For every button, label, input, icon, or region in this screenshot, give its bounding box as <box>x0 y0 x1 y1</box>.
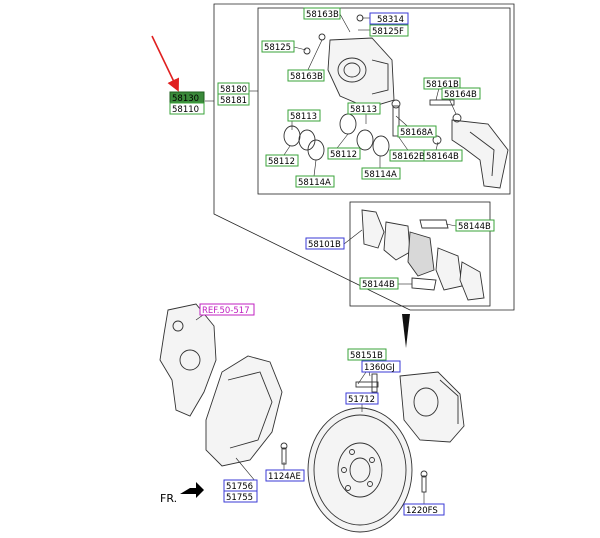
svg-text:58164B: 58164B <box>444 90 477 100</box>
pad-group-frame <box>349 201 491 307</box>
pointer-wedge <box>402 314 410 348</box>
svg-text:58113: 58113 <box>350 105 377 115</box>
svg-text:58113: 58113 <box>290 112 317 122</box>
svg-text:REF.50-517: REF.50-517 <box>202 306 250 316</box>
svg-text:58181: 58181 <box>220 96 247 106</box>
main-part-label[interactable]: 58130 58110 <box>169 91 205 115</box>
part-label-58164B-bottom[interactable]: 58164B <box>423 149 463 162</box>
part-label-58314[interactable]: 58314 <box>369 12 409 25</box>
svg-text:58163B: 58163B <box>290 72 323 82</box>
part-label-58125[interactable]: 58125 <box>261 40 295 53</box>
part-label-58162B[interactable]: 58162B <box>389 149 427 162</box>
svg-text:58161B: 58161B <box>426 80 459 90</box>
part-label-1220FS[interactable]: 1220FS <box>403 503 445 516</box>
main-part-number-top: 58130 <box>172 94 199 104</box>
svg-text:58151B: 58151B <box>350 351 383 361</box>
pad-clip-bottom <box>411 277 437 291</box>
part-label-58101B[interactable]: 58101B <box>305 237 345 250</box>
svg-text:58314: 58314 <box>377 15 404 25</box>
svg-text:58114A: 58114A <box>364 170 397 180</box>
part-label-58168A[interactable]: 58168A <box>397 125 437 138</box>
svg-text:58168A: 58168A <box>400 128 433 138</box>
part-label-1124AE[interactable]: 1124AE <box>265 469 305 482</box>
reference-label[interactable]: REF.50-517 <box>199 303 255 316</box>
part-label-1360GJ[interactable]: 1360GJ <box>361 360 401 373</box>
part-label-58163B-top[interactable]: 58163B <box>303 7 341 20</box>
red-arrow-icon <box>151 35 180 92</box>
brake-disc <box>307 407 413 533</box>
svg-text:58164B: 58164B <box>426 152 459 162</box>
guide-pin-lower <box>391 99 442 145</box>
shield-bolt <box>280 442 288 465</box>
caliper-mount-bolts <box>355 373 379 393</box>
disc-screw <box>420 470 428 493</box>
part-label-58113-left[interactable]: 58113 <box>287 109 321 122</box>
svg-text:58163B: 58163B <box>306 10 339 20</box>
guide-pin-upper <box>429 99 462 123</box>
svg-text:58162B: 58162B <box>392 152 425 162</box>
svg-text:51755: 51755 <box>226 493 253 503</box>
part-label-58125F[interactable]: 58125F <box>369 24 409 37</box>
svg-text:58101B: 58101B <box>308 240 341 250</box>
part-label-58112-right[interactable]: 58112 <box>327 147 361 160</box>
brake-pads <box>361 209 485 301</box>
part-label-58151B[interactable]: 58151B <box>347 348 387 361</box>
part-label-51756-51755[interactable]: 51756 51755 <box>223 479 258 503</box>
part-label-51712[interactable]: 51712 <box>345 392 379 405</box>
svg-text:1360GJ: 1360GJ <box>364 363 395 373</box>
part-label-58113-right[interactable]: 58113 <box>347 102 381 115</box>
svg-text:58125F: 58125F <box>372 27 404 37</box>
svg-text:58144B: 58144B <box>362 280 395 290</box>
svg-text:58112: 58112 <box>330 150 357 160</box>
svg-text:58125: 58125 <box>264 43 291 53</box>
caliper-group-frame <box>257 7 511 195</box>
part-label-58114A-left[interactable]: 58114A <box>295 175 335 188</box>
part-label-58144B-bottom[interactable]: 58144B <box>359 277 399 290</box>
svg-text:58144B: 58144B <box>458 222 491 232</box>
pad-clip-top <box>419 219 449 229</box>
part-label-58164B-top[interactable]: 58164B <box>441 87 481 100</box>
svg-text:58112: 58112 <box>268 157 295 167</box>
dust-shield <box>205 355 283 467</box>
forward-arrow-icon <box>180 482 204 498</box>
part-label-58114A-right[interactable]: 58114A <box>361 167 401 180</box>
piston-left <box>283 125 325 161</box>
steering-knuckle <box>159 303 217 417</box>
caliper-bracket <box>451 119 509 189</box>
caliper-assembly <box>399 371 465 443</box>
part-label-58180-58181[interactable]: 58180 58181 <box>217 82 250 106</box>
part-label-58144B-top[interactable]: 58144B <box>455 219 495 232</box>
svg-text:51756: 51756 <box>226 482 253 492</box>
front-direction-label: FR. <box>160 492 177 505</box>
caliper-body <box>327 37 395 109</box>
svg-text:51712: 51712 <box>348 395 375 405</box>
svg-text:58114A: 58114A <box>298 178 331 188</box>
outer-frame <box>213 3 515 311</box>
svg-text:1220FS: 1220FS <box>406 506 438 516</box>
part-label-58112-left[interactable]: 58112 <box>265 154 299 167</box>
caliper-bolt <box>303 47 311 55</box>
bleeder-bolt <box>318 33 326 41</box>
part-label-58163B-mid[interactable]: 58163B <box>287 69 325 82</box>
svg-text:58180: 58180 <box>220 85 247 95</box>
svg-text:1124AE: 1124AE <box>268 472 301 482</box>
main-part-number-bottom: 58110 <box>172 105 199 115</box>
